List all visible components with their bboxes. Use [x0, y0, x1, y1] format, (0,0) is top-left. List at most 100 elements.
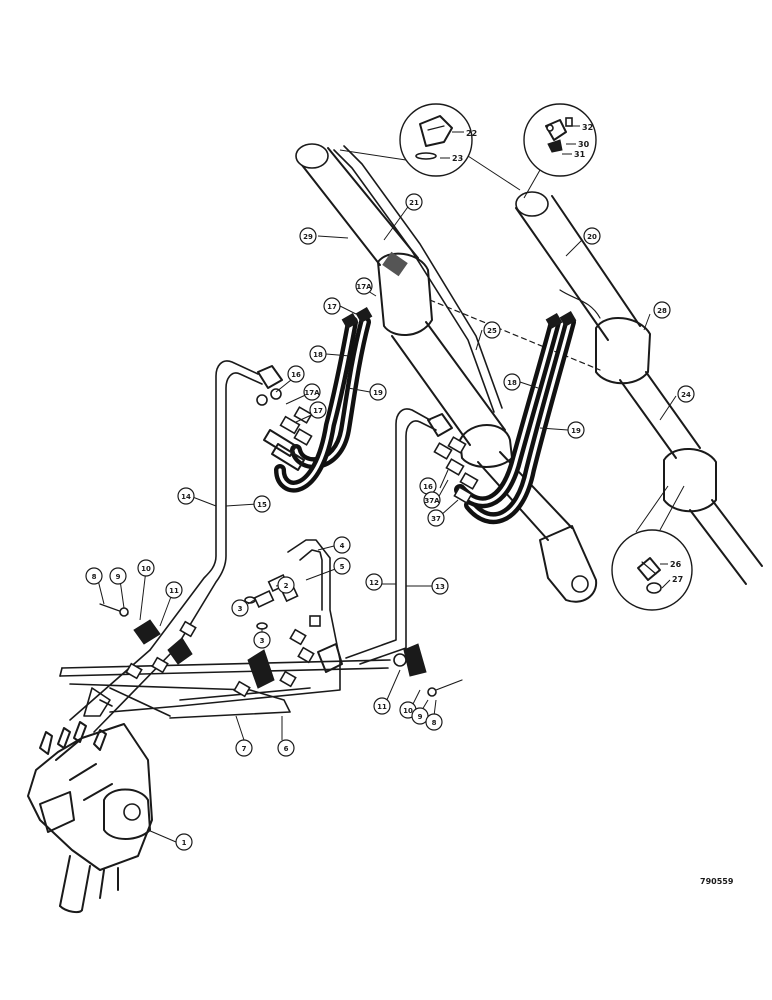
svg-text:24: 24 [681, 391, 691, 399]
detail-label-22: 22 [466, 129, 477, 138]
callout-14: 14 [177, 487, 195, 505]
callout-17Ab: 17A [355, 277, 373, 295]
callout-24: 24 [677, 385, 695, 403]
callout-21: 21 [405, 193, 423, 211]
callout-11a: 11 [165, 581, 183, 599]
callout-8a: 8 [85, 567, 103, 585]
callout-6: 6 [277, 739, 295, 757]
svg-text:7: 7 [242, 745, 247, 753]
tubes-left-14-15 [149, 360, 263, 651]
svg-text:13: 13 [435, 583, 445, 591]
callout-1: 1 [175, 833, 193, 851]
svg-text:17: 17 [327, 303, 337, 311]
svg-text:2: 2 [284, 582, 289, 590]
svg-text:3: 3 [238, 605, 243, 613]
svg-text:20: 20 [587, 233, 597, 241]
callout-3a: 3 [231, 599, 249, 617]
callout-leaders [97, 203, 677, 843]
control-valve [27, 721, 153, 914]
callout-10a: 10 [137, 559, 155, 577]
callout-13: 13 [431, 577, 449, 595]
svg-text:5: 5 [340, 563, 345, 571]
svg-text:21: 21 [409, 199, 419, 207]
callout-37A: 37A [423, 491, 441, 509]
callout-8b: 8 [425, 713, 443, 731]
callout-11b: 11 [373, 697, 391, 715]
callout-37: 37 [427, 509, 445, 527]
svg-text:1: 1 [182, 839, 187, 847]
detail-label-31: 31 [574, 150, 586, 159]
callout-4: 4 [333, 536, 351, 554]
svg-text:11: 11 [377, 703, 387, 711]
cylinder-tube-21 [333, 149, 495, 413]
svg-text:10: 10 [403, 707, 413, 715]
svg-text:8: 8 [432, 719, 437, 727]
svg-text:19: 19 [373, 389, 383, 397]
callout-9a: 9 [109, 567, 127, 585]
svg-text:17A: 17A [304, 389, 320, 397]
svg-text:18: 18 [507, 379, 517, 387]
callout-16a: 16 [287, 365, 305, 383]
callout-28: 28 [653, 301, 671, 319]
callout-20: 20 [583, 227, 601, 245]
callout-5: 5 [333, 557, 351, 575]
svg-text:9: 9 [116, 573, 121, 581]
callout-17a: 17 [309, 401, 327, 419]
svg-text:17: 17 [313, 407, 323, 415]
callout-15: 15 [253, 495, 271, 513]
detail-label-23: 23 [452, 154, 463, 163]
svg-text:11: 11 [169, 587, 179, 595]
right-boom-cylinder [429, 191, 763, 585]
callout-17Aa: 17A [303, 383, 321, 401]
callout-19b: 19 [567, 421, 585, 439]
svg-text:12: 12 [369, 579, 379, 587]
callout-19a: 19 [369, 383, 387, 401]
detail-label-32: 32 [582, 123, 593, 132]
hose-fittings-top [341, 306, 577, 330]
svg-text:16: 16 [291, 371, 301, 379]
callout-12: 12 [365, 573, 383, 591]
svg-text:29: 29 [303, 233, 313, 241]
callout-17b: 17 [323, 297, 341, 315]
svg-text:19: 19 [571, 427, 581, 435]
svg-text:18: 18 [313, 351, 323, 359]
callout-18b: 18 [503, 373, 521, 391]
callout-9b: 9 [411, 707, 429, 725]
detail-bubble-22-23: 22 23 [339, 103, 521, 191]
callout-25: 25 [483, 321, 501, 339]
tubes-right-12-13 [345, 408, 437, 665]
svg-text:14: 14 [181, 493, 191, 501]
svg-text:3: 3 [260, 637, 265, 645]
callout-markers: 1 2 3 3 4 5 6 7 8 9 10 11 12 13 14 15 16… [85, 193, 695, 851]
detail-label-30: 30 [578, 140, 590, 149]
svg-text:25: 25 [487, 327, 497, 335]
svg-text:16: 16 [423, 483, 433, 491]
callout-7: 7 [235, 739, 253, 757]
tubes-lower-4-5-6-7 [59, 539, 391, 733]
svg-text:28: 28 [657, 307, 667, 315]
detail-bubble-30-31-32: 32 30 31 [523, 103, 597, 199]
callout-18a: 18 [309, 345, 327, 363]
hoses-right [454, 316, 576, 525]
detail-bubble-26-27: 26 27 [611, 485, 693, 611]
svg-text:10: 10 [141, 565, 151, 573]
clamps-and-fasteners [99, 574, 463, 698]
detail-label-26: 26 [670, 560, 682, 569]
svg-text:17A: 17A [356, 283, 372, 291]
callout-29: 29 [299, 227, 317, 245]
svg-text:37: 37 [431, 515, 441, 523]
callout-2: 2 [277, 576, 295, 594]
callout-3b: 3 [253, 631, 271, 649]
svg-text:37A: 37A [424, 497, 440, 505]
svg-text:15: 15 [257, 501, 267, 509]
svg-text:4: 4 [340, 542, 345, 550]
hoses-left [274, 316, 371, 493]
svg-text:8: 8 [92, 573, 97, 581]
fittings-right-block [427, 413, 479, 504]
figure-reference-number: 790559 [700, 877, 734, 886]
detail-label-27: 27 [672, 575, 683, 584]
svg-text:6: 6 [284, 745, 289, 753]
fittings-left-block [256, 365, 313, 471]
svg-text:9: 9 [418, 713, 423, 721]
